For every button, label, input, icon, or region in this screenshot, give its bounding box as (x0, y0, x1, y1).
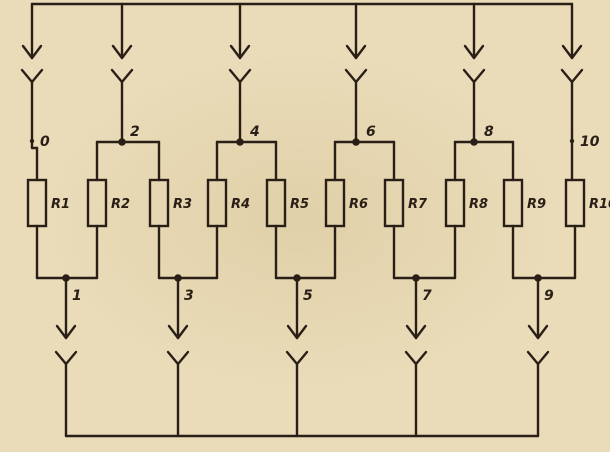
node-tick (569, 138, 575, 144)
top-socket (228, 68, 252, 136)
bottom-socket (54, 350, 78, 438)
paper-stain (40, 50, 560, 390)
node-tick (29, 138, 35, 144)
resistor-label: R8 (469, 197, 488, 212)
top-plug-arrow (463, 2, 485, 60)
bottom-socket (404, 350, 428, 438)
resistor-body (148, 178, 170, 228)
resistor-label: R1 (51, 197, 70, 212)
node-label-3: 3 (184, 288, 194, 304)
resistor-body (502, 178, 524, 228)
resistor-label: R4 (231, 197, 250, 212)
bottom-plug-arrow (55, 276, 77, 340)
node-label-4: 4 (249, 124, 260, 140)
top-plug-arrow (345, 2, 367, 60)
resistor-body (564, 178, 586, 228)
resistor-r10: R10 (564, 178, 610, 228)
top-socket (20, 68, 44, 136)
resistor-body (86, 178, 108, 228)
top-plug-arrow (111, 2, 133, 60)
junction-dot (118, 138, 126, 146)
bottom-plug-arrow (527, 276, 549, 340)
resistor-body (26, 178, 48, 228)
node-label-1: 1 (72, 288, 82, 304)
bottom-plug-arrow (286, 276, 308, 340)
junction-dot (470, 138, 478, 146)
node-label-8: 8 (484, 124, 494, 140)
resistor-r8: R8 (444, 178, 488, 228)
resistor-label: R9 (527, 197, 546, 212)
junction-dot (352, 138, 360, 146)
node-label-6: 6 (366, 124, 376, 140)
resistors-layer: R1 R2 R3 R4 R5 R6 R7 R8 R9 R10 (26, 178, 610, 228)
resistor-label: R3 (173, 197, 192, 212)
node-label-0: 0 (40, 134, 50, 150)
node-label-9: 9 (544, 288, 554, 304)
top-plug-arrow (21, 2, 43, 60)
top-socket (462, 68, 486, 136)
junction-dot (236, 138, 244, 146)
resistor-body (383, 178, 405, 228)
node-label-2: 2 (130, 124, 140, 140)
top-plug-arrow (229, 2, 251, 60)
node-label-7: 7 (422, 288, 432, 304)
resistor-r7: R7 (383, 178, 428, 228)
bottom-socket (166, 350, 190, 438)
resistor-r6: R6 (324, 178, 368, 228)
top-plug-arrow (561, 2, 583, 60)
wires-layer (20, 2, 584, 438)
resistor-label: R2 (111, 197, 130, 212)
top-socket (344, 68, 368, 136)
resistor-r3: R3 (148, 178, 192, 228)
resistor-r4: R4 (206, 178, 250, 228)
resistor-r2: R2 (86, 178, 130, 228)
bottom-socket (285, 350, 309, 438)
resistor-label: R5 (290, 197, 309, 212)
resistor-body (265, 178, 287, 228)
resistor-r1: R1 (26, 178, 70, 228)
resistor-label: R7 (408, 197, 428, 212)
top-socket (560, 68, 584, 136)
top-socket (110, 68, 134, 136)
resistor-r5: R5 (265, 178, 309, 228)
resistor-body (206, 178, 228, 228)
node-label-10: 10 (580, 134, 600, 150)
node-label-5: 5 (303, 288, 313, 304)
bottom-plug-arrow (167, 276, 189, 340)
resistor-body (444, 178, 466, 228)
resistor-label: R6 (349, 197, 368, 212)
resistor-label: R10 (589, 197, 610, 212)
node-labels-layer: 0 2 4 6 8 10 1 3 5 7 9 (29, 124, 600, 304)
bottom-plug-arrow (405, 276, 427, 340)
resistor-body (324, 178, 346, 228)
resistor-r9: R9 (502, 178, 546, 228)
bottom-socket (526, 350, 550, 438)
